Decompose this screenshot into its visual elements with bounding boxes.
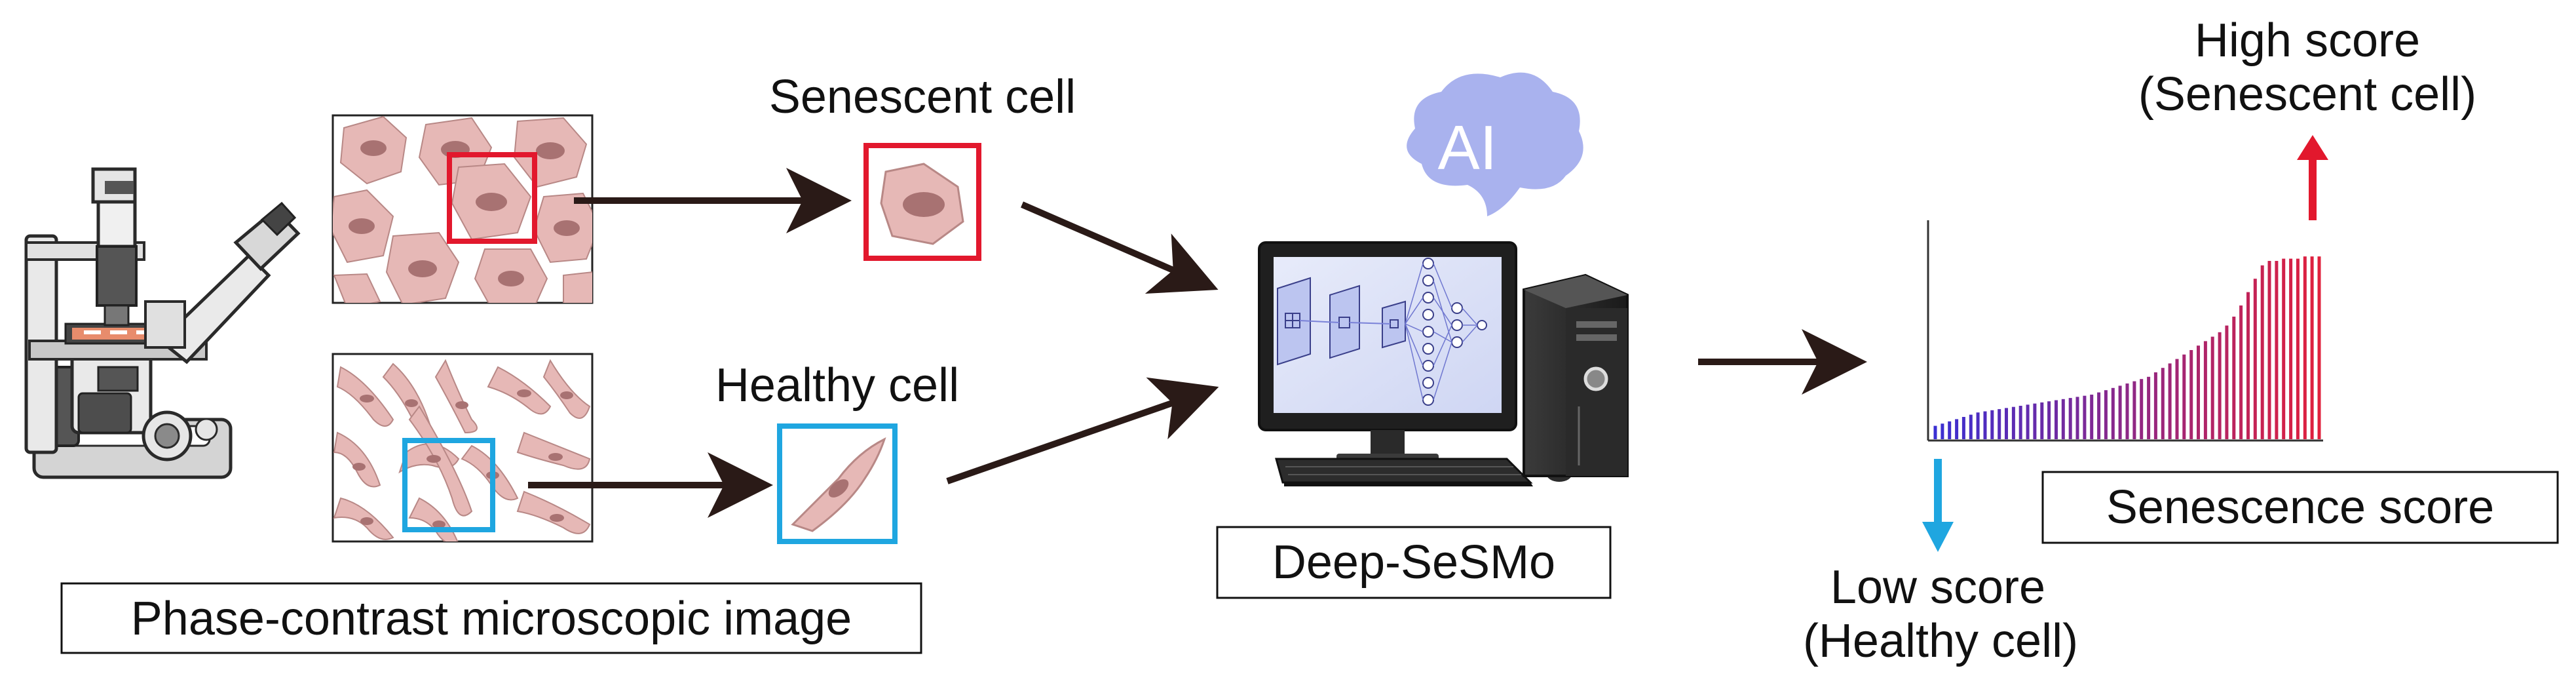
chart-bar	[1969, 414, 1973, 439]
chart-bar	[2147, 376, 2151, 439]
chart-bar	[2132, 381, 2136, 439]
senescence-score-box: Senescence score	[2041, 471, 2559, 544]
chart-bar	[2033, 403, 2037, 439]
chart-bar	[2182, 354, 2186, 439]
chart-bar	[2246, 292, 2250, 439]
chart-bar	[1941, 423, 1944, 439]
microscope-icon	[24, 167, 301, 479]
chart-bar	[2189, 350, 2193, 439]
chart-bar	[2111, 387, 2115, 439]
microscope-image-caption: Phase-contrast microscopic image	[60, 582, 922, 654]
healthy-cell-zoom	[777, 423, 898, 544]
chart-bar	[2197, 345, 2200, 439]
chart-bar	[2118, 385, 2122, 439]
chart-bar	[2040, 402, 2044, 439]
chart-bar	[2225, 325, 2229, 439]
chart-bar	[2296, 258, 2300, 439]
high-score-label-line2: (Senescent cell)	[2138, 68, 2476, 121]
chart-bar	[2289, 258, 2293, 439]
chart-bar	[2005, 408, 2008, 439]
chart-bar	[2061, 399, 2065, 439]
ai-label: AI	[1438, 113, 1498, 183]
healthy-cell-label: Healthy cell	[715, 359, 959, 412]
chart-bar	[2175, 359, 2179, 439]
chart-bar	[1998, 409, 2001, 439]
low-score-arrowhead	[1922, 522, 1954, 552]
chart-bar	[2260, 265, 2264, 439]
chart-bar	[1961, 417, 1965, 439]
chart-bar	[2083, 395, 2087, 439]
chart-bar	[2303, 256, 2307, 439]
chart-bar	[2104, 390, 2108, 439]
healthy-cells-image	[331, 353, 594, 543]
senescent-cell-zoom	[863, 143, 981, 261]
arrow-senescent-to-ai	[1021, 201, 1219, 294]
chart-bar	[1955, 419, 1959, 439]
chart-bar	[1983, 411, 1987, 439]
high-score-arrowhead	[2297, 135, 2328, 160]
chart-bar	[2218, 332, 2222, 439]
chart-bar	[2168, 363, 2172, 439]
chart-bars	[1933, 256, 2321, 439]
chart-bar	[2047, 401, 2051, 439]
high-score-label-line1: High score	[2195, 14, 2420, 67]
chart-bar	[2125, 383, 2129, 439]
senescent-cell-label: Senescent cell	[769, 71, 1076, 123]
chart-bar	[2253, 279, 2257, 439]
healthy-selection-box	[402, 438, 495, 532]
flow-arrows	[528, 168, 1867, 518]
chart-bar	[2282, 258, 2286, 439]
svg-text:Senescence score: Senescence score	[2106, 481, 2494, 534]
chart-bar	[2153, 372, 2157, 439]
computer-icon	[1258, 241, 1629, 486]
svg-text:Deep-SeSMo: Deep-SeSMo	[1272, 536, 1555, 589]
chart-bar	[2232, 317, 2236, 439]
chart-bar	[2097, 392, 2101, 439]
chart-bar	[2275, 261, 2279, 439]
chart-bar	[1948, 421, 1952, 439]
svg-text:Phase-contrast microscopic ima: Phase-contrast microscopic image	[131, 593, 852, 645]
senescent-cells-image	[331, 114, 594, 304]
chart-bar	[2018, 406, 2022, 439]
chart-bar	[2140, 379, 2144, 439]
chart-bar	[2068, 398, 2072, 439]
chart-bar	[2210, 336, 2214, 439]
chart-bar	[1933, 425, 1937, 439]
chart-bar	[2026, 404, 2030, 439]
chart-bar	[1976, 412, 1980, 439]
neural-network-icon	[1277, 258, 1487, 406]
chart-bar	[2239, 305, 2243, 439]
chart-bar	[1990, 410, 1994, 439]
chart-bar	[2203, 341, 2207, 439]
model-name-box: Deep-SeSMo	[1216, 526, 1612, 599]
chart-bar	[2317, 256, 2321, 439]
chart-bar	[2090, 395, 2094, 439]
chart-bar	[2267, 261, 2271, 439]
low-score-label-line1: Low score	[1830, 561, 2045, 614]
chart-bar	[2161, 368, 2165, 439]
low-score-label-line2: (Healthy cell)	[1803, 615, 2078, 667]
senescent-selection-box	[447, 152, 537, 244]
chart-bar	[2310, 256, 2314, 439]
chart-bar	[2075, 397, 2079, 439]
chart-bar	[2055, 400, 2058, 439]
arrow-healthy-to-ai	[946, 377, 1219, 484]
brain-icon: AI	[1407, 72, 1583, 217]
chart-bar	[2011, 406, 2015, 439]
senescence-score-chart	[1922, 135, 2328, 552]
